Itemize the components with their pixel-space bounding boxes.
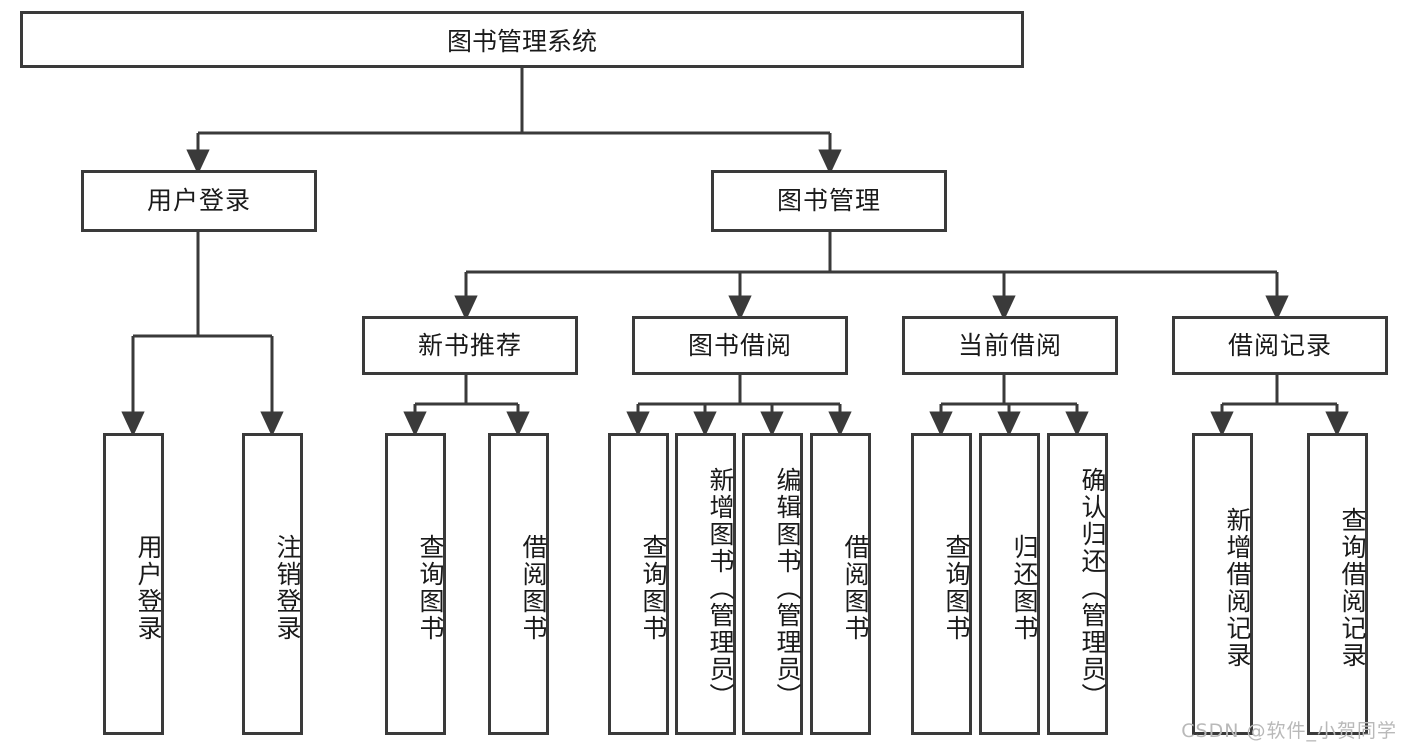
node-label: 用户登录 [134, 534, 163, 642]
node-label: 借阅图书 [841, 534, 870, 642]
node-root-system[interactable]: 图书管理系统 [20, 11, 1024, 68]
node-label: 新增借阅记录 [1223, 507, 1252, 669]
node-current-borrow[interactable]: 当前借阅 [902, 316, 1118, 375]
node-user-login[interactable]: 用户登录 [81, 170, 317, 232]
leaf-user-login-logout[interactable]: 注销登录 [242, 433, 303, 735]
node-borrow-record[interactable]: 借阅记录 [1172, 316, 1388, 375]
leaf-borrow-record-add[interactable]: 新增借阅记录 [1192, 433, 1253, 735]
node-label: 注销登录 [273, 534, 302, 642]
node-label: 查询图书 [942, 534, 971, 642]
node-book-management[interactable]: 图书管理 [711, 170, 947, 232]
node-label: 确认归还（管理员） [1078, 466, 1107, 710]
leaf-book-borrow-query[interactable]: 查询图书 [608, 433, 669, 735]
node-new-book-recommend[interactable]: 新书推荐 [362, 316, 578, 375]
node-label: 查询图书 [639, 534, 668, 642]
leaf-book-borrow-add[interactable]: 新增图书（管理员） [675, 433, 736, 735]
leaf-book-borrow-edit[interactable]: 编辑图书（管理员） [742, 433, 803, 735]
leaf-current-borrow-confirm-return[interactable]: 确认归还（管理员） [1047, 433, 1108, 735]
node-label: 编辑图书（管理员） [773, 466, 802, 710]
leaf-new-book-query[interactable]: 查询图书 [385, 433, 446, 735]
watermark-text: CSDN @软件_小贺同学 [1181, 720, 1397, 742]
node-label: 新增图书（管理员） [706, 466, 735, 710]
leaf-new-book-borrow[interactable]: 借阅图书 [488, 433, 549, 735]
leaf-current-borrow-query[interactable]: 查询图书 [911, 433, 972, 735]
leaf-user-login-login[interactable]: 用户登录 [103, 433, 164, 735]
node-label: 用户登录 [146, 186, 251, 216]
leaf-book-borrow-borrow[interactable]: 借阅图书 [810, 433, 871, 735]
node-label: 借阅记录 [1227, 330, 1332, 360]
node-label: 借阅图书 [519, 534, 548, 642]
node-label: 当前借阅 [957, 330, 1062, 360]
node-label: 图书管理 [776, 186, 881, 216]
node-label: 查询借阅记录 [1338, 507, 1367, 669]
node-label: 查询图书 [416, 534, 445, 642]
node-book-borrow[interactable]: 图书借阅 [632, 316, 848, 375]
leaf-borrow-record-query[interactable]: 查询借阅记录 [1307, 433, 1368, 735]
leaf-current-borrow-return[interactable]: 归还图书 [979, 433, 1040, 735]
node-label: 图书管理系统 [446, 26, 597, 56]
node-label: 图书借阅 [687, 330, 792, 360]
node-label: 归还图书 [1010, 534, 1039, 642]
node-label: 新书推荐 [417, 330, 522, 360]
